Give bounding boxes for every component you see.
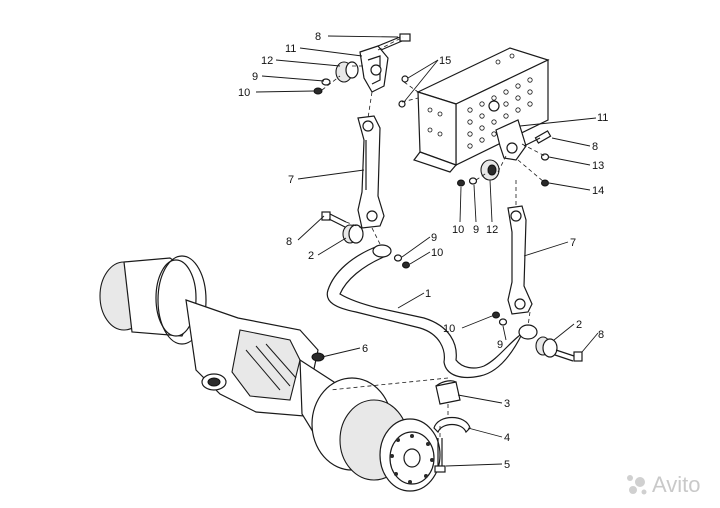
bushing-12-top (335, 61, 359, 83)
nut-14 (541, 179, 549, 187)
bushing-3 (435, 380, 461, 405)
leader-lines (255, 35, 599, 467)
label-11-top: 11 (285, 43, 296, 55)
bolt-8-right (554, 349, 583, 362)
label-9-right: 9 (497, 339, 503, 351)
bushing-2-right (535, 336, 558, 358)
watermark-text: Avito (652, 472, 701, 497)
label-2-right: 2 (576, 319, 582, 331)
washer-nut-9-10-left (393, 254, 410, 269)
callout-labels: 8 11 12 9 10 15 11 8 13 14 10 9 12 7 8 2… (238, 31, 608, 471)
bolt-8-top (377, 33, 411, 51)
link-rod-7-right (507, 205, 533, 315)
nuts-15 (398, 75, 409, 108)
label-2-left: 2 (308, 250, 314, 262)
label-12-top: 12 (261, 55, 273, 67)
label-11-right: 11 (597, 112, 608, 124)
label-12-mid: 12 (486, 224, 498, 236)
frame-bracket-plate (413, 47, 550, 173)
label-8-left: 8 (286, 236, 292, 248)
label-8-right-top: 8 (592, 141, 598, 153)
label-10-left: 10 (431, 247, 443, 259)
bushing-2-left (342, 224, 364, 244)
label-9-mid: 9 (473, 224, 479, 236)
label-7-left: 7 (288, 174, 294, 186)
axle-assembly (99, 255, 441, 492)
label-4: 4 (504, 432, 510, 444)
nut-10-top (313, 87, 323, 95)
label-10-mid: 10 (452, 224, 464, 236)
label-9-top: 9 (252, 71, 258, 83)
label-10-right: 10 (443, 323, 455, 335)
label-6: 6 (362, 343, 368, 355)
nut-10-mid (457, 179, 465, 187)
label-7-right: 7 (570, 237, 576, 249)
link-rod-7-left (357, 115, 385, 229)
label-1: 1 (425, 288, 431, 300)
label-14: 14 (592, 185, 604, 197)
bolt-5 (434, 438, 446, 473)
label-5: 5 (504, 459, 510, 471)
washer-nut-9-10-right (492, 311, 508, 326)
label-15: 15 (439, 55, 451, 67)
label-13: 13 (592, 160, 604, 172)
assembly-guide-lines (321, 36, 546, 438)
clamp-4 (433, 416, 471, 434)
bracket-11-right (495, 119, 552, 161)
bracket-11-top (359, 45, 389, 93)
label-8-right: 8 (598, 329, 604, 341)
label-8-top: 8 (315, 31, 321, 43)
watermark-logo: Avito (627, 472, 701, 497)
label-10-top: 10 (238, 87, 250, 99)
bolt-8-left (321, 211, 347, 228)
washer-9-mid (468, 177, 478, 185)
bushing-12-right (480, 159, 500, 181)
label-9-left: 9 (431, 232, 437, 244)
label-3: 3 (504, 398, 510, 410)
washer-9-top (321, 78, 331, 86)
stabilizer-bar-1 (326, 244, 538, 379)
